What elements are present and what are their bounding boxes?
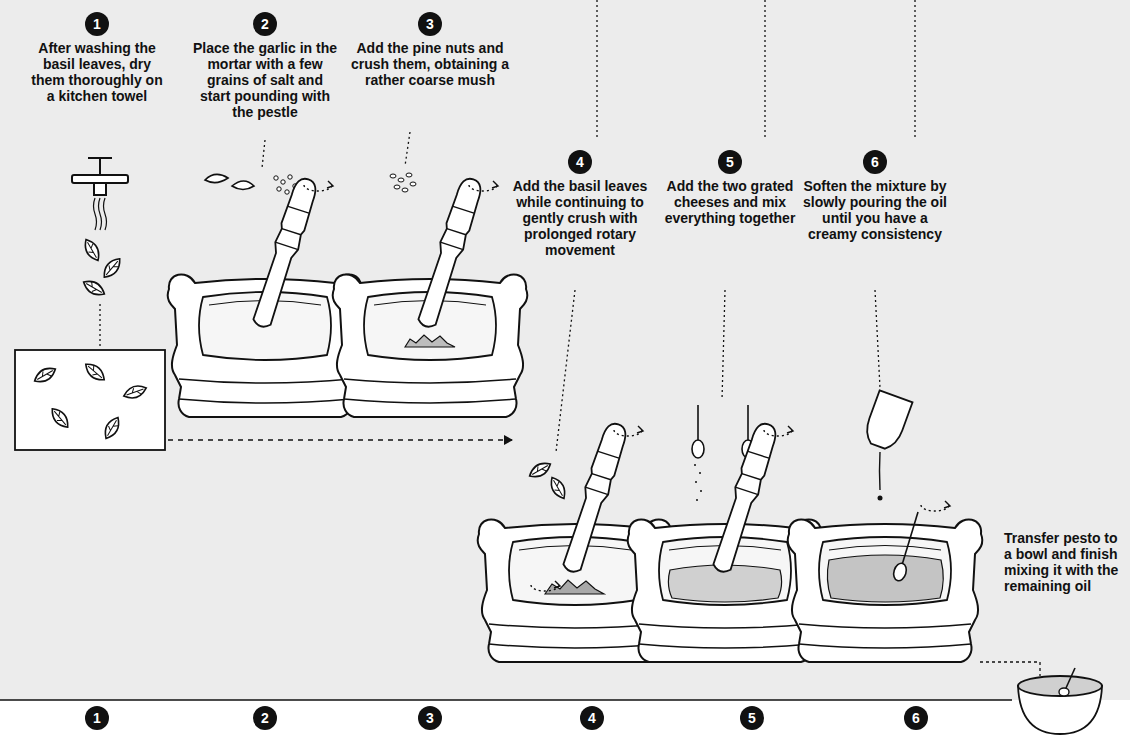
background-panel xyxy=(0,0,1130,700)
pestle xyxy=(414,176,485,330)
creamy-pesto xyxy=(827,555,943,602)
coarse-mush xyxy=(405,335,455,347)
leader-line xyxy=(556,290,575,452)
mixing-spoon xyxy=(892,512,918,582)
pestle xyxy=(559,421,630,575)
step-block: 5Add the two grated cheeses and mix ever… xyxy=(663,150,798,226)
flow-arrow xyxy=(168,439,512,441)
oil-drop xyxy=(878,496,883,501)
garlic-cloves xyxy=(205,174,254,189)
callout-number: 3 xyxy=(418,12,442,36)
step-text: Add the pine nuts and crush them, obtain… xyxy=(348,40,513,88)
step-text: Soften the mixture by slowly pouring the… xyxy=(803,178,948,242)
basil-leaves xyxy=(527,459,569,501)
mortar xyxy=(788,519,983,662)
drying-leaves xyxy=(32,360,148,441)
top-leader-lines xyxy=(597,0,915,140)
callout-number: 2 xyxy=(253,12,277,36)
callout-circle: 1 xyxy=(82,706,112,730)
callout-number: 4 xyxy=(568,150,592,174)
callout-circle: 5 xyxy=(737,706,767,730)
callout-number: 3 xyxy=(418,706,442,730)
step-text: Place the garlic in the mortar with a fe… xyxy=(190,40,340,120)
rotation-mark xyxy=(764,426,793,436)
basil-mush xyxy=(545,580,604,594)
callout-number: 1 xyxy=(85,12,109,36)
callout-number: 6 xyxy=(863,150,887,174)
divider-rule xyxy=(0,699,1012,701)
leader-line xyxy=(262,140,265,168)
note-label: Transfer pesto to a bowl and finish mixi… xyxy=(1004,530,1124,594)
rotation-mark xyxy=(614,426,643,436)
callout-number: 4 xyxy=(580,706,604,730)
step-text: Add the two grated cheeses and mix every… xyxy=(663,178,798,226)
step-block: 3Add the pine nuts and crush them, obtai… xyxy=(348,12,513,88)
callout-number: 6 xyxy=(904,706,928,730)
kitchen-towel xyxy=(15,350,165,450)
pesto-bowl xyxy=(1018,668,1102,734)
rotation-mark xyxy=(469,181,498,191)
step-block: 4Add the basil leaves while continuing t… xyxy=(508,150,653,258)
cheese-spoons xyxy=(692,405,754,458)
callout-circle: 6 xyxy=(901,706,931,730)
callout-circle: 2 xyxy=(250,706,280,730)
basil-leaves xyxy=(81,237,124,299)
step-block: 1After washing the basil leaves, dry the… xyxy=(27,12,167,104)
callout-number: 1 xyxy=(85,706,109,730)
pine-nuts xyxy=(390,173,416,192)
leader-line xyxy=(722,290,725,400)
pestle xyxy=(249,176,320,330)
water-stream xyxy=(94,198,107,230)
leader-line xyxy=(405,132,410,166)
leader-line xyxy=(99,304,100,348)
oil-bottle xyxy=(862,390,913,452)
pestle xyxy=(709,421,780,575)
rotation-mark xyxy=(921,501,950,511)
footer-ground xyxy=(0,700,1130,740)
callout-number: 2 xyxy=(253,706,277,730)
step-text: Add the basil leaves while continuing to… xyxy=(508,178,653,258)
callout-number: 5 xyxy=(718,150,742,174)
step-text: After washing the basil leaves, dry them… xyxy=(27,40,167,104)
callout-circle: 4 xyxy=(577,706,607,730)
oil-stream xyxy=(879,452,881,490)
rotation-mark xyxy=(304,181,333,191)
step-block: 6Soften the mixture by slowly pouring th… xyxy=(803,150,948,242)
tap-icon xyxy=(72,158,128,195)
callout-number: 5 xyxy=(740,706,764,730)
leader-line xyxy=(875,290,880,388)
leader-line xyxy=(980,662,1040,676)
callout-circle: 3 xyxy=(415,706,445,730)
step-block: 2Place the garlic in the mortar with a f… xyxy=(190,12,340,120)
rotation-mark xyxy=(531,581,560,591)
